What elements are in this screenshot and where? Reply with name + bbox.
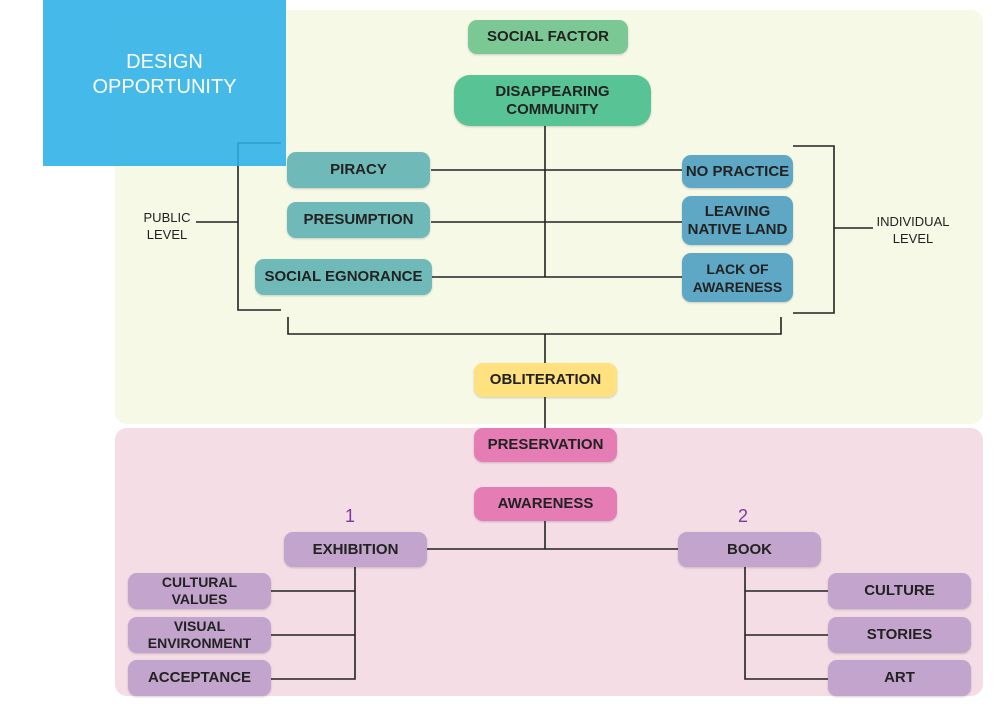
public-level-label: PUBLIC LEVEL [143,210,191,242]
node-preservation: PRESERVATION [474,428,617,462]
number-two: 2 [738,506,749,526]
node-art: ART [828,660,971,696]
node-exhibition: EXHIBITION [284,532,427,567]
node-book: BOOK [678,532,821,567]
node-leaving-native-land: LEAVING NATIVE LAND [682,196,793,245]
design-opportunity-title: DESIGN OPPORTUNITY [92,51,237,98]
node-cultural-values: CULTURAL VALUES [128,573,271,609]
node-acceptance: ACCEPTANCE [128,660,271,696]
individual-level-label: INDIVIDUAL LEVEL [876,214,950,246]
node-disappearing-community: DISAPPEARING COMMUNITY [454,75,651,126]
node-visual-environment: VISUAL ENVIRONMENT [128,617,271,653]
node-piracy: PIRACY [287,152,430,188]
node-presumption: PRESUMPTION [287,202,430,238]
node-social-egnorance: SOCIAL EGNORANCE [255,259,432,295]
node-awareness: AWARENESS [474,487,617,521]
node-no-practice: NO PRACTICE [682,155,793,188]
node-social-factor: SOCIAL FACTOR [468,20,628,54]
node-obliteration: OBLITERATION [474,363,617,397]
number-one: 1 [345,506,356,526]
design-opportunity-block [43,0,286,166]
node-lack-of-awareness: LACK OF AWARENESS [682,253,793,302]
node-stories: STORIES [828,617,971,653]
node-culture: CULTURE [828,573,971,609]
